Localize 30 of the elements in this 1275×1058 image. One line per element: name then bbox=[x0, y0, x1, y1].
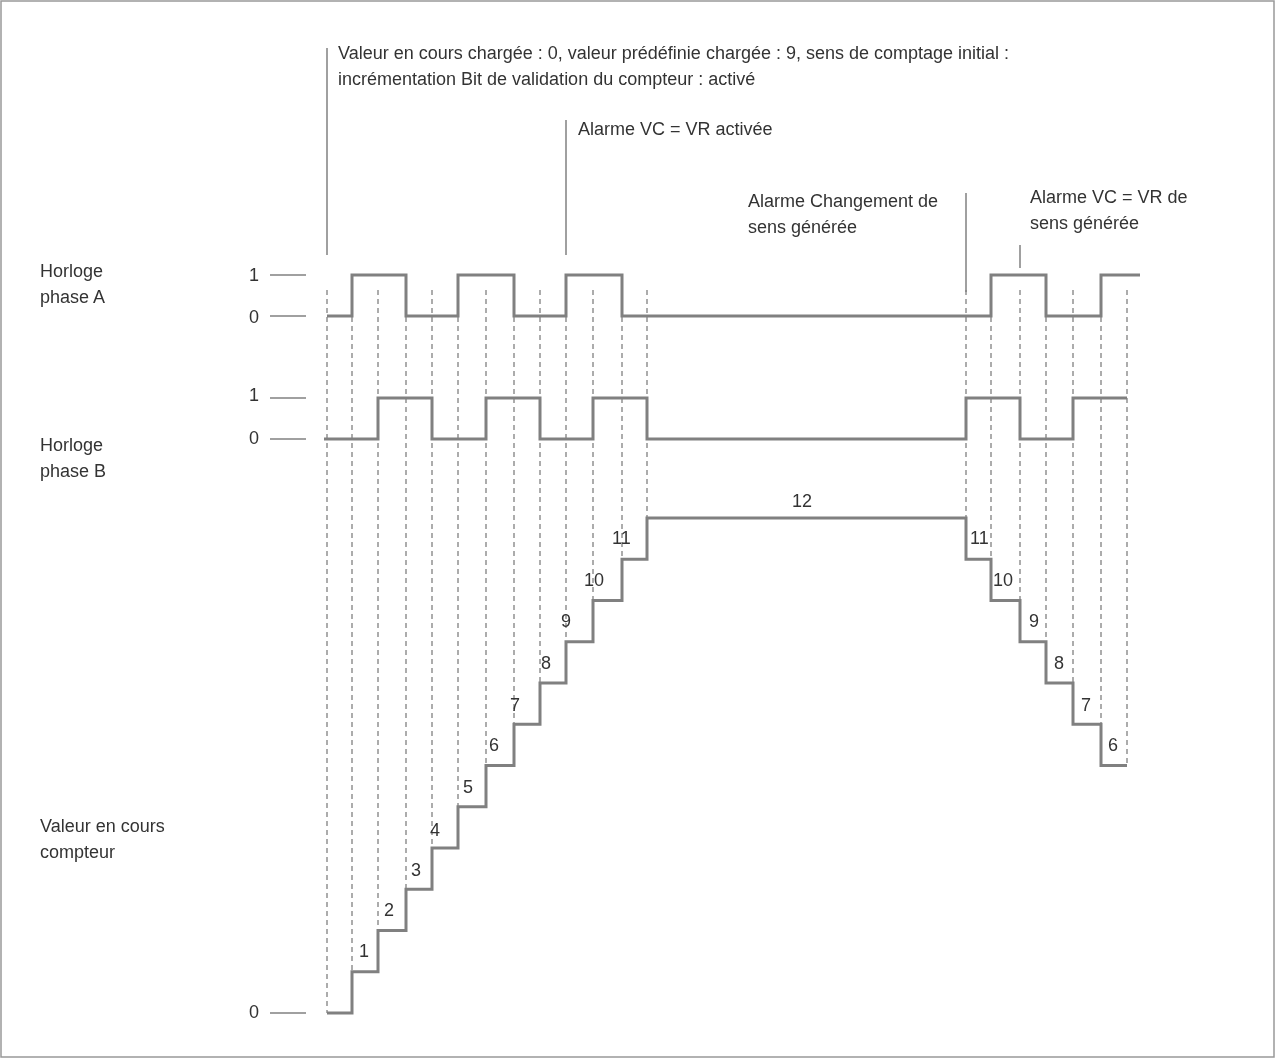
count-value: 5 bbox=[463, 776, 473, 799]
level-label: 0 bbox=[249, 1001, 259, 1024]
count-value: 7 bbox=[510, 694, 520, 717]
count-value: 6 bbox=[489, 734, 499, 757]
signal-name: Horloge phase A bbox=[40, 260, 107, 309]
alarm-note: Alarme VC = VR activée bbox=[578, 118, 774, 141]
count-value: 12 bbox=[792, 490, 813, 513]
level-label: 0 bbox=[249, 427, 259, 450]
level-label: 1 bbox=[249, 384, 259, 407]
count-value: 11 bbox=[612, 527, 631, 550]
count-value: 4 bbox=[430, 819, 440, 842]
count-value: 7 bbox=[1081, 694, 1091, 717]
alarm-note: Alarme VC = VR de sens générée bbox=[1030, 186, 1189, 235]
count-value: 11 bbox=[970, 527, 989, 550]
count-value: 6 bbox=[1108, 734, 1118, 757]
count-value: 1 bbox=[359, 940, 369, 963]
alarm-note: Alarme Changement de sens générée bbox=[748, 190, 940, 239]
annotation-text: Valeur en cours chargée : 0, valeur prédéfinie chargée : 9, sens de comptage initial : incrémentation Bit de validation du compteur : activé bbox=[338, 42, 1011, 91]
signal-name: Valeur en cours compteur bbox=[40, 815, 166, 864]
count-value: 10 bbox=[993, 569, 1014, 592]
count-value: 9 bbox=[1029, 610, 1039, 633]
count-value: 8 bbox=[541, 652, 551, 675]
signal-name: Horloge phase B bbox=[40, 434, 108, 483]
count-value: 10 bbox=[584, 569, 605, 592]
count-value: 9 bbox=[561, 610, 571, 633]
count-value: 3 bbox=[411, 859, 421, 882]
count-value: 2 bbox=[384, 899, 394, 922]
count-value: 8 bbox=[1054, 652, 1064, 675]
level-label: 1 bbox=[249, 264, 259, 287]
level-label: 0 bbox=[249, 306, 259, 329]
